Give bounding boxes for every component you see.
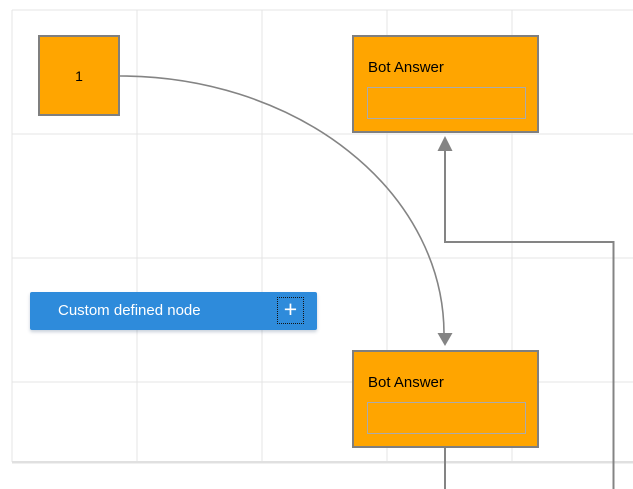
node-custom-defined[interactable]: Custom defined node + <box>30 292 317 330</box>
bot-answer-field[interactable] <box>367 402 526 434</box>
node-start[interactable]: 1 <box>38 35 120 116</box>
add-node-button[interactable]: + <box>277 297 304 324</box>
bot-answer-title: Bot Answer <box>368 59 444 76</box>
plus-icon: + <box>283 296 298 322</box>
connector-loop-to-top-bot[interactable] <box>444 150 615 489</box>
connector-curve-start-to-bottom-bot[interactable] <box>119 75 445 334</box>
arrowhead-down-icon <box>437 333 453 346</box>
node-bot-answer-top[interactable]: Bot Answer <box>352 35 539 133</box>
node-bot-answer-bottom[interactable]: Bot Answer <box>352 350 539 448</box>
custom-node-label: Custom defined node <box>58 302 201 319</box>
arrowhead-up-icon <box>437 136 453 151</box>
node-start-label: 1 <box>75 67 83 84</box>
bot-answer-title: Bot Answer <box>368 374 444 391</box>
grid-layer <box>11 9 633 464</box>
bot-answer-field[interactable] <box>367 87 526 119</box>
